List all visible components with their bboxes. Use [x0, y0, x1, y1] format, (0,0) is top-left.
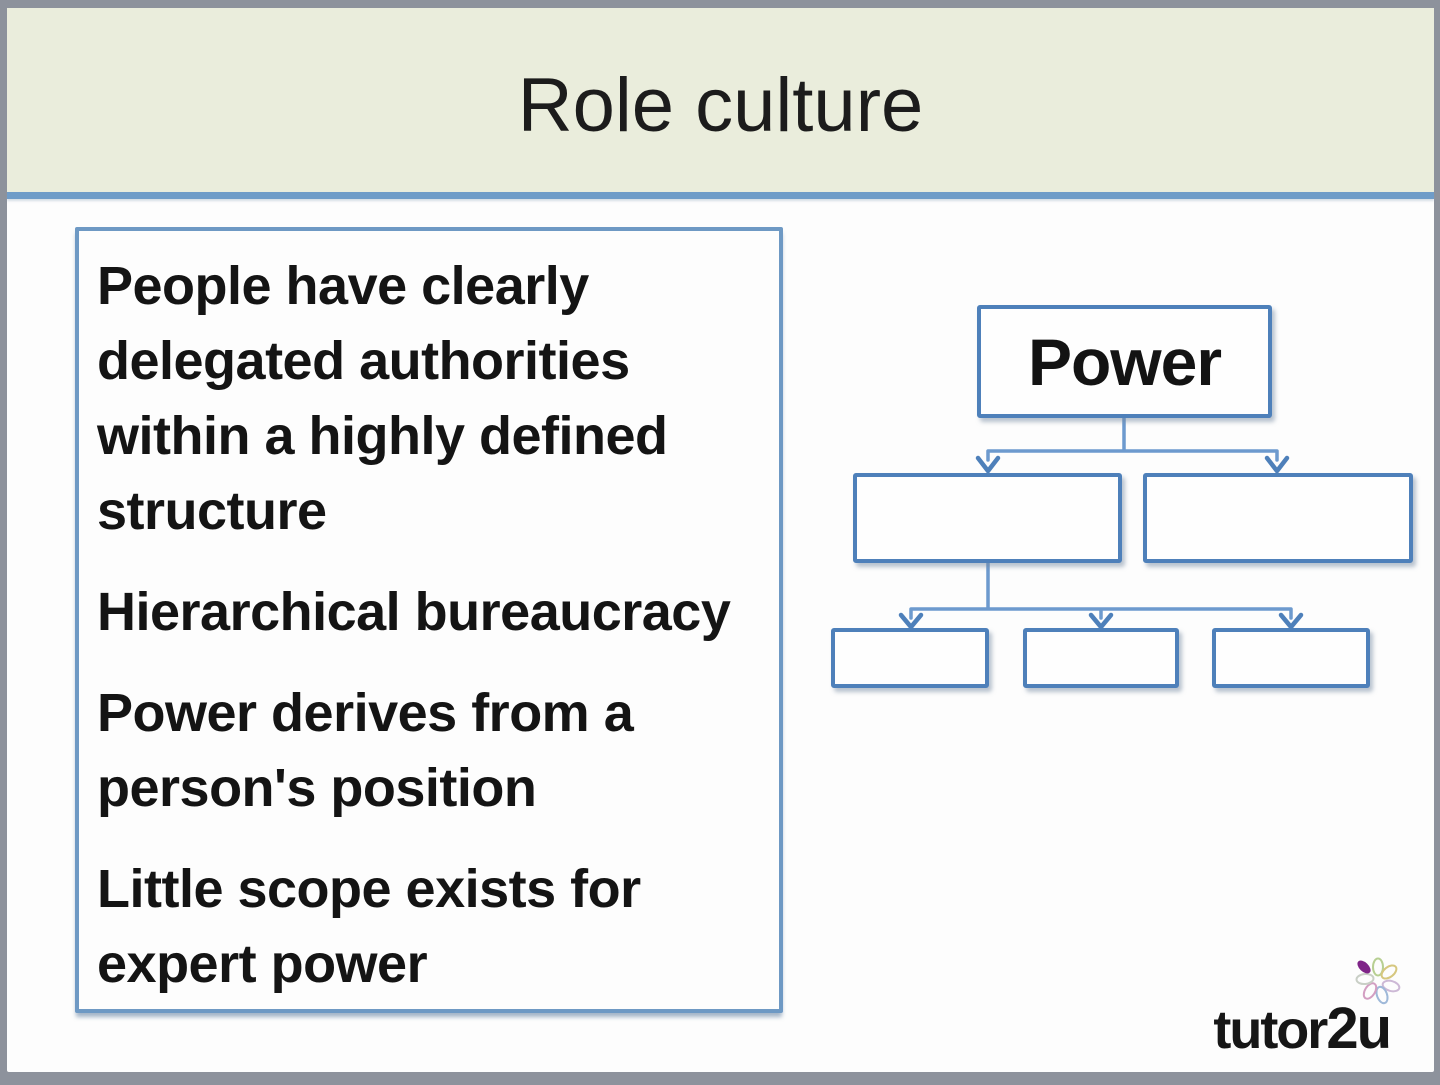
org-node-level3-2: [1023, 628, 1179, 688]
org-node-power-label: Power: [1027, 324, 1222, 399]
tutor2u-logo: tutor2u: [1213, 957, 1401, 1062]
tutor2u-logo-text-bold: 2u: [1326, 996, 1392, 1061]
bullet-item: Little scope exists for expert power: [97, 859, 641, 994]
bullet-text-box: People have clearly delegated authoritie…: [75, 227, 783, 1013]
slide: Role culture People have clearly delegat…: [7, 8, 1434, 1072]
org-node-level2-2: [1143, 473, 1413, 563]
slide-header: Role culture: [7, 8, 1434, 192]
tutor2u-logo-text-regular: tutor: [1213, 1000, 1328, 1060]
tutor2u-flower-icon: [1355, 957, 1401, 1005]
bullet-item: Power derives from a person's position: [97, 683, 634, 818]
page-title: Role culture: [517, 62, 924, 148]
tutor2u-logo-text: tutor2u: [1213, 996, 1392, 1061]
org-node-power: Power: [977, 305, 1272, 418]
org-node-level2-1: [853, 473, 1122, 563]
bullet-item: People have clearly delegated authoritie…: [97, 256, 668, 541]
org-node-level3-1: [831, 628, 989, 688]
header-divider: [7, 192, 1434, 199]
bullet-item: Hierarchical bureaucracy: [97, 582, 731, 642]
org-node-level3-3: [1212, 628, 1370, 688]
